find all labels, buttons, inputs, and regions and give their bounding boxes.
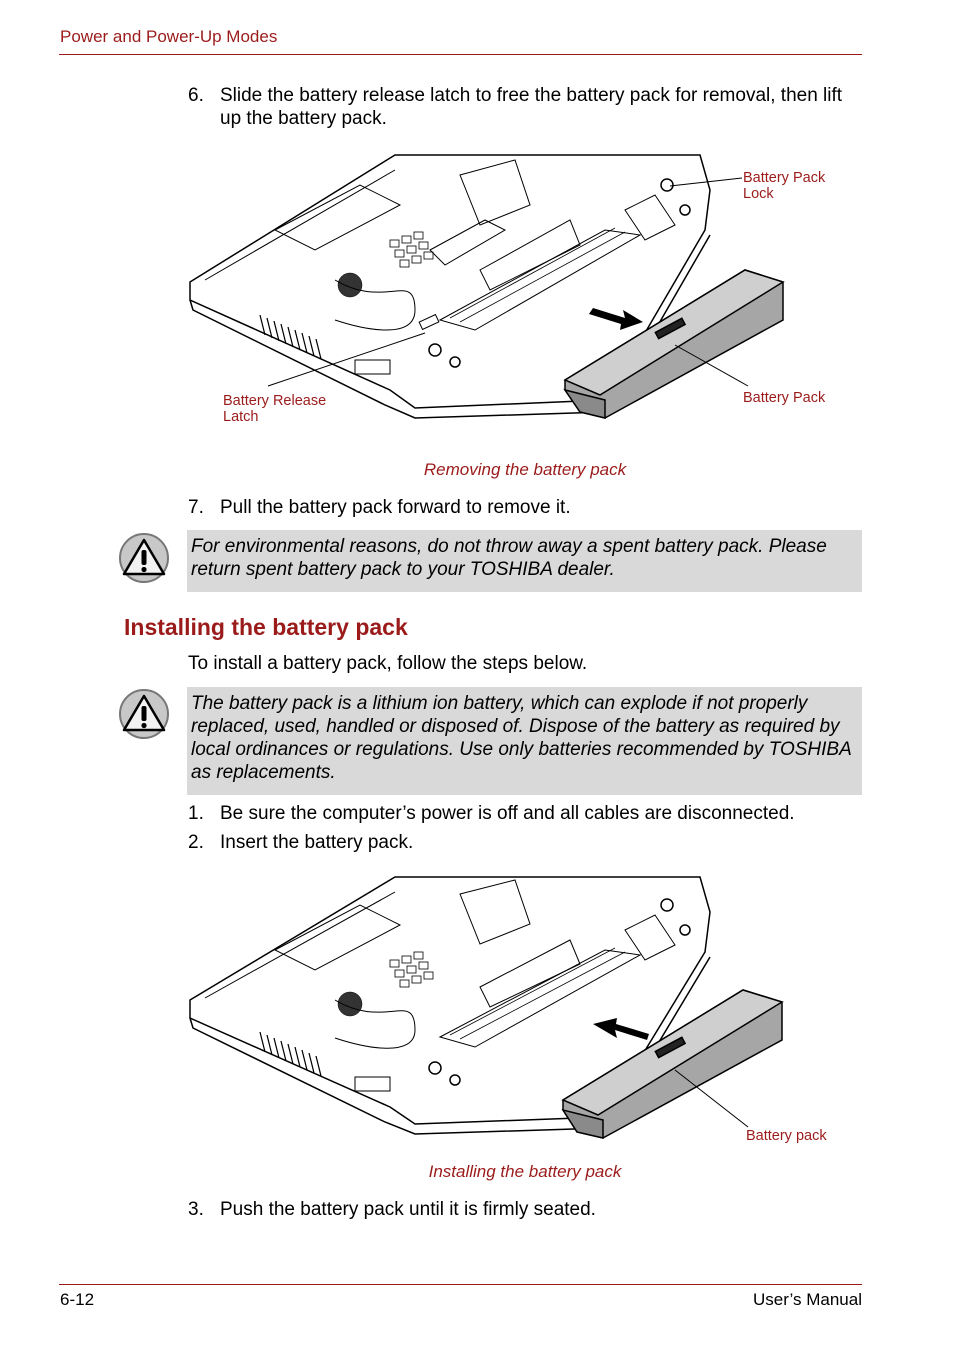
section-intro: To install a battery pack, follow the st… — [188, 653, 588, 674]
warning-icon — [119, 689, 169, 739]
figure-caption: Removing the battery pack — [423, 460, 627, 479]
note-text: For environmental reasons, do not throw … — [191, 536, 827, 580]
step-6: 6. Slide the battery release latch to fr… — [188, 84, 868, 132]
step-3: 3. Push the battery pack until it is fir… — [188, 1198, 868, 1222]
section-heading: Installing the battery pack — [124, 614, 408, 640]
manual-title: User’s Manual — [753, 1290, 862, 1309]
step-7: 7. Pull the battery pack forward to remo… — [188, 496, 868, 520]
step-text: Insert the battery pack. — [220, 832, 414, 853]
step-text: Pull the battery pack forward to remove … — [220, 497, 571, 518]
step-number: 3. — [188, 1199, 204, 1220]
footer-rule — [59, 1284, 862, 1285]
running-header: Power and Power-Up Modes — [60, 27, 278, 46]
label-battery-pack-lock: Battery Pack Lock — [743, 170, 826, 202]
warning-text: The battery pack is a lithium ion batter… — [191, 693, 852, 783]
figure-caption: Installing the battery pack — [428, 1162, 622, 1181]
step-number: 6. — [188, 85, 204, 106]
warning-icon — [119, 533, 169, 583]
step-text: Push the battery pack until it is firmly… — [220, 1199, 596, 1220]
step-number: 2. — [188, 832, 204, 853]
figure-installing-battery — [189, 876, 784, 1139]
step-2: 2. Insert the battery pack. — [188, 831, 868, 855]
step-number: 1. — [188, 803, 204, 824]
label-battery-release-latch: Battery Release Latch — [223, 393, 327, 425]
note-box: For environmental reasons, do not throw … — [187, 530, 862, 592]
header-rule — [59, 54, 862, 55]
figure-removing-battery — [189, 154, 785, 419]
step-number: 7. — [188, 497, 204, 518]
page-number: 6-12 — [60, 1290, 95, 1309]
step-text: Slide the battery release latch to free … — [220, 85, 843, 129]
step-1: 1. Be sure the computer’s power is off a… — [188, 802, 868, 826]
step-text: Be sure the computer’s power is off and … — [220, 803, 795, 824]
warning-box: The battery pack is a lithium ion batter… — [187, 687, 862, 795]
label-battery-pack: Battery Pack — [743, 390, 826, 406]
label-battery-pack: Battery pack — [746, 1128, 827, 1144]
